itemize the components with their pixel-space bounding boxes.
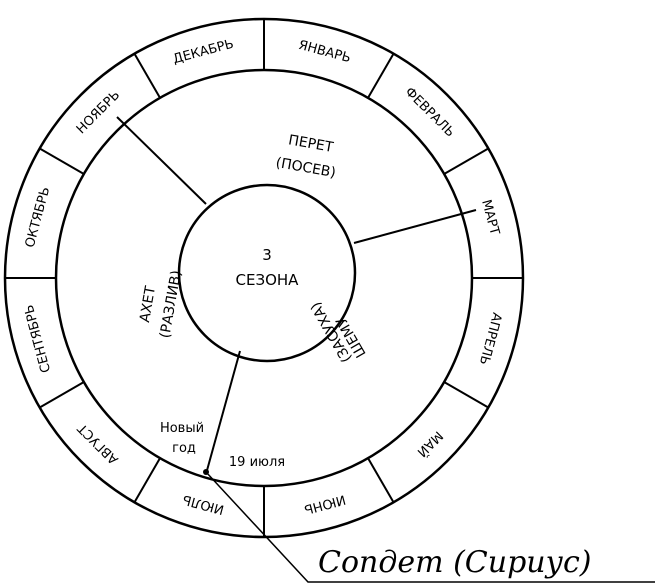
season-akhet-subtitle: (РАЗЛИВ)	[157, 269, 185, 339]
sopdet-pointer-line	[205, 471, 655, 583]
sopdet-label: Сопдет (Сириус)	[318, 545, 592, 580]
month-label-january: ЯНВАРЬ	[297, 38, 352, 66]
month-label-february: ФЕВРАЛЬ	[402, 85, 458, 141]
new-year-line1: Новый	[160, 421, 204, 436]
new-year-line2: год	[172, 441, 196, 456]
month-label-march: МАРТ	[478, 198, 502, 237]
month-separator	[443, 381, 489, 409]
month-label-may: МАЙ	[414, 428, 446, 460]
month-label-august: АВГУСТ	[75, 420, 121, 466]
divider-march-line	[353, 209, 477, 244]
month-label-april: АПРЕЛЬ	[476, 311, 504, 366]
season-akhet: АХЕТ (РАЗЛИВ)	[137, 269, 185, 339]
season-akhet-title: АХЕТ	[137, 284, 159, 323]
month-separators	[5, 19, 523, 537]
season-peret: ПЕРЕТ (ПОСЕВ)	[274, 132, 337, 181]
center-label-group: 3 СЕЗОНА	[236, 246, 300, 289]
season-dividers	[116, 116, 477, 475]
divider-nov-line	[116, 116, 207, 205]
season-peret-subtitle: (ПОСЕВ)	[274, 155, 337, 181]
month-label-june: ИЮНЬ	[302, 491, 347, 516]
new-year-annotation: Новый год 19 июля	[160, 421, 285, 475]
divider-newyear-line	[205, 350, 241, 475]
season-shemu: ШЕМУ (ЗАСУХА)	[308, 299, 370, 365]
month-separator	[133, 457, 161, 503]
center-number: 3	[262, 246, 272, 264]
month-separator	[367, 457, 395, 503]
month-separator	[133, 53, 161, 99]
month-separator	[39, 147, 85, 175]
month-label-september: СЕНТЯБРЬ	[22, 303, 55, 374]
season-peret-title: ПЕРЕТ	[287, 132, 335, 156]
new-year-date: 19 июля	[229, 455, 285, 470]
month-label-december: ДЕКАБРЬ	[171, 37, 235, 68]
sopdet-annotation: Сопдет (Сириус)	[205, 471, 655, 583]
month-label-july: ИЮЛЬ	[181, 491, 226, 516]
center-title: СЕЗОНА	[236, 271, 300, 289]
month-separator	[39, 381, 85, 409]
month-separator	[367, 53, 395, 99]
center-circle	[177, 183, 357, 363]
month-label-october: ОКТЯБРЬ	[23, 185, 54, 249]
month-separator	[443, 147, 489, 175]
